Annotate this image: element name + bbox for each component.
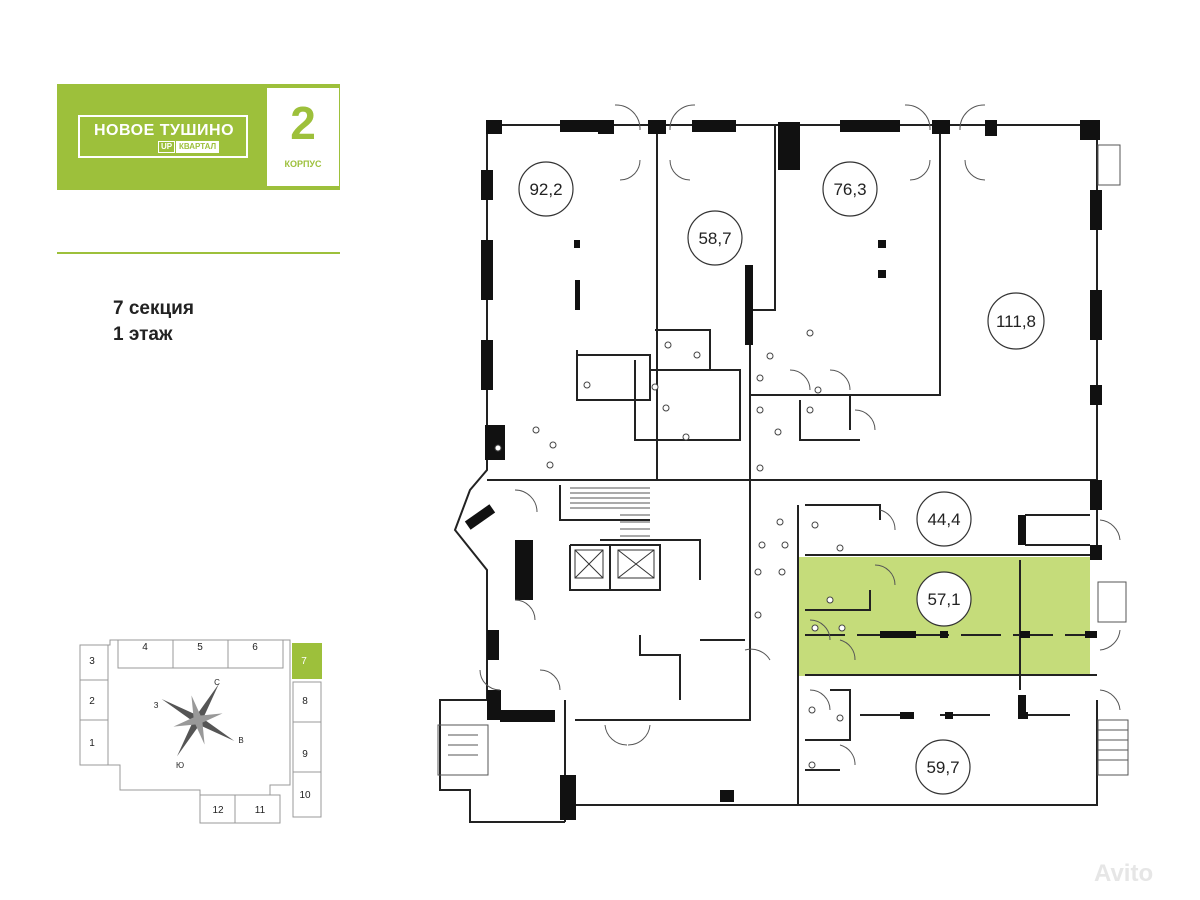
unit-57-1[interactable]: 57,1 (916, 571, 972, 627)
minimap-label-11: 11 (255, 805, 266, 816)
unit-59-7[interactable]: 59,7 (915, 739, 971, 795)
minimap-label-5: 5 (197, 642, 203, 653)
unit-111-8[interactable]: 111,8 (987, 292, 1045, 350)
unit-92-2-label: 92,2 (529, 180, 562, 199)
korpus-number: 2 (290, 97, 316, 149)
unit-58-7-label: 58,7 (698, 229, 731, 248)
section-floor-info: 7 секция 1 этаж (113, 296, 194, 348)
compass-east: В (238, 736, 243, 745)
compass-west: З (154, 701, 159, 710)
sanitary-fixtures (494, 329, 846, 769)
minimap-section-10[interactable] (292, 771, 322, 818)
minimap-section-9[interactable] (292, 721, 322, 773)
minimap-label-10: 10 (299, 790, 311, 801)
brand-logo: НОВОЕ ТУШИНО UP КВАРТАЛ 2 КОРПУС (57, 84, 340, 190)
minimap-label-8: 8 (302, 696, 308, 707)
watermark: Avito (1094, 860, 1154, 887)
plan-thick-walls (464, 120, 1102, 820)
logo-kvartal-badge: КВАРТАЛ (176, 141, 220, 153)
minimap-section-4[interactable] (117, 639, 174, 669)
minimap: 3 2 1 4 5 6 7 8 9 10 11 12 С В Ю З (79, 639, 322, 824)
unit-58-7[interactable]: 58,7 (687, 210, 743, 266)
minimap-label-4: 4 (142, 642, 148, 653)
unit-111-8-label: 111,8 (996, 312, 1036, 331)
divider-line (57, 252, 340, 254)
floor-label: 1 этаж (113, 324, 173, 345)
section-label: 7 секция (113, 298, 194, 319)
minimap-label-12: 12 (212, 805, 224, 816)
minimap-section-8[interactable] (292, 681, 322, 723)
unit-59-7-label: 59,7 (926, 758, 959, 777)
elevators (574, 549, 655, 579)
logo-frame: НОВОЕ ТУШИНО UP КВАРТАЛ (78, 115, 248, 158)
door-swings (479, 104, 1121, 766)
unit-44-4[interactable]: 44,4 (916, 491, 972, 547)
logo-title: НОВОЕ ТУШИНО (93, 122, 235, 139)
minimap-section-5[interactable] (172, 639, 229, 669)
unit-76-3[interactable]: 76,3 (822, 161, 878, 217)
minimap-section-1[interactable] (79, 719, 109, 766)
minimap-label-7: 7 (301, 656, 307, 667)
minimap-section-6[interactable] (227, 639, 284, 669)
unit-76-3-label: 76,3 (833, 180, 866, 199)
minimap-section-3[interactable] (79, 644, 109, 681)
minimap-section-2[interactable] (79, 679, 109, 721)
korpus-label: КОРПУС (284, 159, 322, 169)
compass-rose-icon (161, 683, 235, 757)
logo-up-badge: UP (158, 141, 176, 153)
minimap-section-12[interactable] (199, 794, 236, 824)
compass-south: Ю (176, 761, 184, 770)
staircase (570, 487, 650, 537)
minimap-label-6: 6 (252, 642, 258, 653)
entrance-stairs (437, 144, 1129, 776)
unit-92-2[interactable]: 92,2 (518, 161, 574, 217)
minimap-label-9: 9 (302, 749, 308, 760)
compass-north: С (214, 678, 220, 687)
unit-44-4-label: 44,4 (927, 510, 960, 529)
minimap-label-3: 3 (89, 656, 95, 667)
korpus-badge: 2 КОРПУС (267, 88, 339, 186)
minimap-label-1: 1 (89, 738, 95, 749)
unit-57-1-label: 57,1 (927, 590, 960, 609)
minimap-section-11[interactable] (234, 794, 281, 824)
unit-area-badges: 92,2 58,7 76,3 111,8 44,4 57,1 59,7 (518, 161, 1045, 795)
minimap-section-7-highlight[interactable] (292, 643, 322, 679)
minimap-label-2: 2 (89, 696, 95, 707)
